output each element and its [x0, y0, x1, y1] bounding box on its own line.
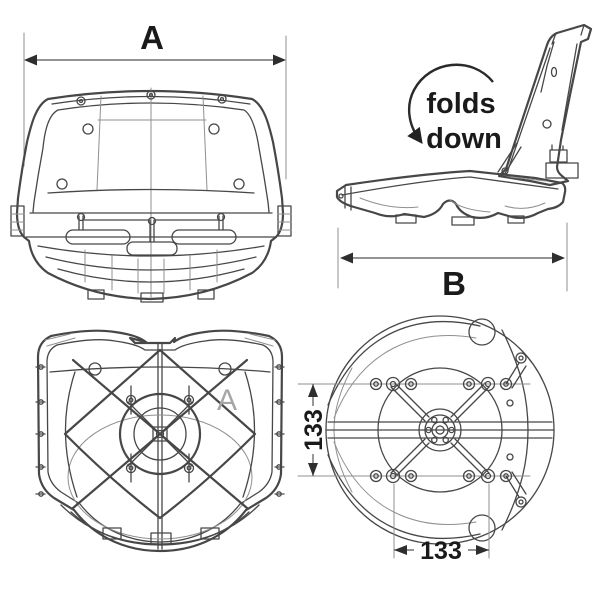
underside-view-drawing: A [35, 329, 285, 553]
fold-label-line2: down [426, 123, 502, 155]
dimension-133-vertical: 133 [300, 384, 328, 476]
front-view-panel: A [10, 19, 292, 303]
dimension-133-horizontal-label: 133 [420, 537, 462, 565]
underside-bottom-bands [60, 504, 260, 546]
fold-arrow [407, 63, 494, 145]
dimension-133-vertical-label: 133 [300, 409, 328, 451]
side-view-drawing [335, 23, 593, 226]
base-hub [418, 408, 462, 452]
dim-h-arrow-right [476, 545, 489, 555]
dimension-b: B [337, 222, 568, 300]
fold-label-line1: folds [426, 88, 495, 120]
side-view-panel: folds down [335, 23, 593, 300]
underside-watermark-label: A [217, 384, 237, 417]
dimension-a-arrow-left [24, 54, 37, 66]
mounting-base-panel: 133 133 [297, 315, 555, 565]
underside-view-panel: A [35, 329, 285, 553]
underside-fasteners [88, 362, 232, 483]
dimension-b-arrow-left [340, 252, 353, 264]
front-screw-holes [56, 90, 245, 190]
front-base-bowl [37, 245, 265, 303]
front-side-brackets [10, 205, 292, 237]
dim-h-arrow-left [394, 545, 407, 555]
dim-v-arrow-top [308, 384, 318, 397]
folds-down-annotation: folds down [407, 63, 502, 155]
hinge-bracket [497, 142, 579, 182]
dim-v-arrow-bottom [308, 463, 318, 476]
underside-side-bolts [35, 364, 285, 497]
mounting-base-drawing [297, 315, 555, 545]
underside-swivel [118, 392, 202, 476]
dimension-a-label: A [140, 19, 164, 56]
dimension-a: A [23, 19, 287, 180]
dimension-b-arrow-right [552, 252, 565, 264]
dimension-a-arrow-right [273, 54, 286, 66]
front-rail [65, 212, 237, 256]
base-bolt-holes [297, 352, 531, 508]
dimension-133-horizontal: 133 [393, 483, 490, 565]
front-view-drawing [10, 87, 292, 303]
dimension-b-label: B [442, 265, 466, 300]
